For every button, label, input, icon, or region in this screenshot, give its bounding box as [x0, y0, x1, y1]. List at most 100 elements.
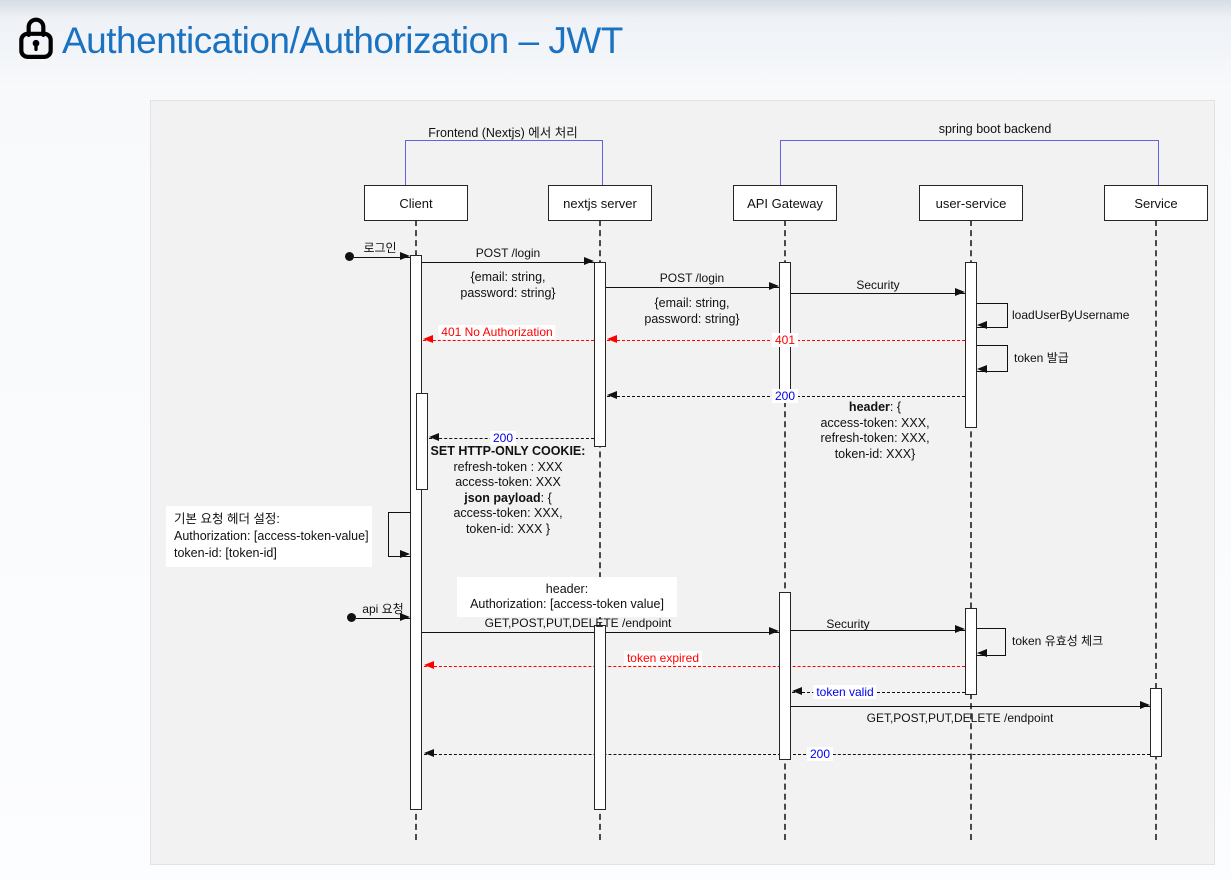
- block-line: access-token: XXX: [455, 475, 561, 489]
- msg-endpoint-2-label: GET,POST,PUT,DELETE /endpoint: [866, 711, 1054, 725]
- activation-service-1: [1150, 688, 1162, 757]
- body-line: {email: string,: [654, 296, 730, 310]
- diagram-panel: [150, 100, 1215, 865]
- msg-endpoint-2-line: [791, 706, 1150, 707]
- block-line: json payload: {: [431, 491, 586, 507]
- lifeline-service: [1155, 220, 1157, 840]
- actor-client: Client: [364, 185, 468, 221]
- loop-token-check: [977, 628, 1006, 656]
- msg-401-full-label: 401 No Authorization: [438, 325, 556, 339]
- set-cookie-block: SET HTTP-ONLY COOKIE: refresh-token : XX…: [431, 444, 586, 537]
- msg-token-check-label: token 유효성 체크: [1012, 634, 1104, 648]
- loop-load-user: [977, 303, 1008, 328]
- activation-nextjs-2: [594, 625, 606, 810]
- arrowhead: [977, 321, 987, 329]
- arrowhead: [769, 627, 779, 635]
- note-line: token-id: [token-id]: [174, 546, 277, 560]
- arrowhead: [400, 252, 410, 260]
- block-bold: json payload: [464, 490, 541, 505]
- page-title: Authentication/Authorization – JWT: [62, 19, 623, 61]
- actor-user-service: user-service: [919, 185, 1023, 221]
- block-line: refresh-token: XXX,: [820, 431, 930, 445]
- backend-group-bracket: [780, 140, 1159, 186]
- msg-post-login-2-label: POST /login: [659, 271, 725, 285]
- default-header-note: 기본 요청 헤더 설정: Authorization: [access-toke…: [166, 506, 372, 567]
- arrowhead: [792, 687, 802, 695]
- actor-service: Service: [1104, 185, 1208, 221]
- arrowhead: [955, 288, 965, 296]
- activation-gateway-1: [779, 262, 791, 400]
- loop-token-issue: [977, 345, 1008, 372]
- msg-token-valid-label: token valid: [813, 685, 877, 699]
- found-dot-login: [345, 252, 354, 261]
- block-rest: : {: [889, 400, 902, 414]
- note-line: Authorization: [access-token value]: [470, 597, 664, 611]
- msg-post-login-2-body: {email: string, password: string}: [644, 296, 739, 327]
- msg-load-user-label: loadUserByUsername: [1012, 308, 1130, 322]
- msg-post-login-2-line: [606, 287, 779, 288]
- msg-login-line: [354, 257, 410, 258]
- actor-client-label: Client: [399, 195, 433, 211]
- msg-security-2-line: [791, 630, 965, 631]
- note-line: Authorization: [access-token-value]: [174, 529, 369, 543]
- frontend-group-label: Frontend (Nextjs) 에서 처리: [428, 126, 578, 140]
- block-line: access-token: XXX,: [453, 506, 563, 520]
- msg-200-final-label: 200: [806, 747, 834, 761]
- found-dot-api-request: [347, 613, 356, 622]
- body-line: {email: string,: [470, 270, 546, 284]
- note-line: 기본 요청 헤더 설정:: [174, 512, 280, 526]
- activation-gateway-2: [779, 592, 791, 760]
- msg-security-1-label: Security: [856, 278, 900, 292]
- arrowhead: [424, 749, 434, 757]
- actor-nextjs-label: nextjs server: [563, 195, 637, 211]
- block-line: token-id: XXX}: [834, 446, 916, 461]
- arrowhead: [769, 282, 779, 290]
- block-line: header: {: [820, 400, 929, 416]
- note-line: header:: [545, 582, 589, 596]
- msg-token-issue-label: token 발급: [1014, 351, 1069, 365]
- msg-token-valid-line: [792, 692, 965, 693]
- actor-user-service-label: user-service: [935, 195, 1007, 211]
- arrowhead: [607, 391, 617, 399]
- lifeline-nextjs: [599, 220, 601, 840]
- activation-user-service-2: [965, 608, 977, 695]
- msg-security-2-label: Security: [826, 617, 870, 631]
- block-line: token-id: XXX }: [465, 521, 551, 536]
- block-rest: : {: [540, 490, 552, 505]
- msg-401-full-line: [423, 340, 594, 341]
- msg-200-us-label: 200: [771, 389, 799, 403]
- frontend-group-bracket: [405, 140, 603, 186]
- arrowhead: [977, 365, 987, 373]
- msg-api-request-line: [356, 618, 410, 619]
- activation-user-service-1: [965, 262, 977, 428]
- block-bold: header: [848, 400, 890, 414]
- activation-client-main: [410, 255, 422, 810]
- block-line: refresh-token : XXX: [453, 459, 563, 474]
- backend-group-label: spring boot backend: [938, 122, 1052, 136]
- arrowhead: [423, 335, 433, 343]
- page-header: Authentication/Authorization – JWT: [18, 16, 623, 65]
- block-line: access-token: XXX,: [820, 415, 930, 430]
- actor-gateway: API Gateway: [733, 185, 837, 221]
- msg-security-1-line: [791, 293, 965, 294]
- arrowhead: [400, 613, 410, 621]
- lifeline-gateway: [784, 220, 786, 840]
- block-line: SET HTTP-ONLY COOKIE:: [430, 444, 586, 458]
- msg-post-login-1-body: {email: string, password: string}: [460, 270, 555, 301]
- msg-login-label: 로그인: [363, 241, 397, 255]
- msg-post-login-1-line: [422, 262, 594, 263]
- msg-token-expired-label: token expired: [623, 651, 703, 665]
- activation-client-nested: [416, 393, 428, 490]
- arrowhead: [1140, 701, 1150, 709]
- actor-gateway-label: API Gateway: [747, 195, 823, 211]
- lifeline-user-service: [970, 220, 972, 840]
- actor-service-label: Service: [1134, 195, 1178, 211]
- loop-default-header: [388, 512, 411, 557]
- msg-endpoint-1-label: GET,POST,PUT,DELETE /endpoint: [484, 616, 672, 630]
- msg-401-label: 401: [771, 333, 799, 347]
- body-line: password: string}: [644, 311, 740, 326]
- arrowhead: [607, 335, 617, 343]
- lock-icon: [18, 16, 54, 65]
- msg-post-login-1-label: POST /login: [475, 246, 541, 260]
